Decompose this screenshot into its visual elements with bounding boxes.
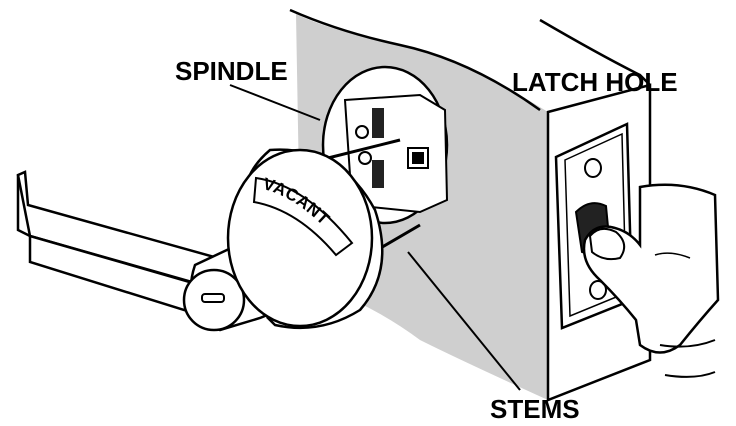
callout-leaders	[229, 84, 521, 391]
thumbnail	[588, 227, 626, 261]
stems-leader	[407, 251, 521, 391]
door-top-back-edge	[539, 18, 651, 86]
stems-label: STEMS	[490, 394, 580, 424]
door-top-edge	[289, 8, 541, 112]
latch-hole-label: LATCH HOLE	[512, 67, 678, 97]
rose-face	[226, 148, 374, 328]
vacant-badge	[252, 176, 354, 257]
indicator-rose: VACANT	[226, 148, 384, 330]
latch-screw-top	[584, 158, 602, 178]
hand	[582, 183, 720, 378]
spindle-label: SPINDLE	[175, 56, 288, 86]
latch-plate	[554, 122, 634, 330]
stem-upper	[319, 138, 401, 162]
emergency-release-slot	[201, 293, 225, 303]
latch-screw-bottom	[589, 280, 607, 300]
spindle-leader	[229, 84, 321, 121]
hand-outline	[582, 183, 720, 354]
